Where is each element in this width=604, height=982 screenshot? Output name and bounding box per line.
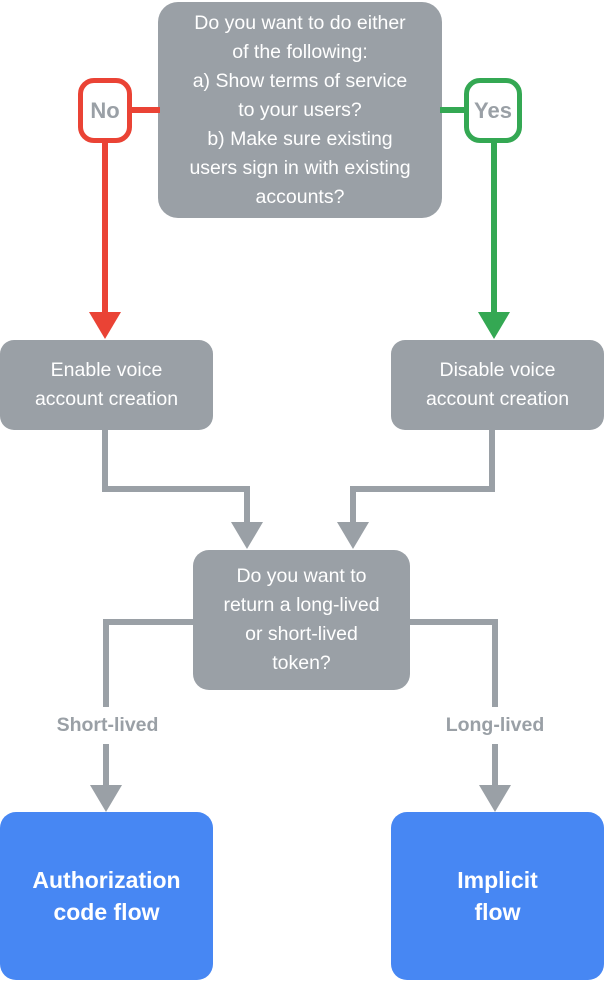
decision-node-terms-question: Do you want to do either of the followin… (158, 2, 442, 218)
yes-branch-horizontal-line (440, 107, 466, 113)
short-lived-arrowhead-icon (90, 785, 122, 812)
no-branch-badge: No (78, 78, 132, 143)
enable-to-token-line (102, 428, 108, 492)
enable-voice-account-node: Enable voice account creation (0, 340, 213, 430)
decision-node-token-question: Do you want to return a long-lived or sh… (193, 550, 410, 690)
enable-to-token-line (244, 486, 250, 524)
long-lived-branch-line (408, 619, 495, 625)
no-branch-vertical-line (102, 138, 108, 314)
short-lived-branch-line (105, 619, 195, 625)
enable-to-token-line (102, 486, 250, 492)
long-lived-branch-line (492, 619, 498, 785)
yes-branch-badge: Yes (464, 78, 522, 143)
implicit-flow-node: Implicit flow (391, 812, 604, 980)
disable-to-token-line (350, 486, 356, 524)
no-branch-horizontal-line (132, 107, 160, 113)
long-lived-edge-label: Long-lived (410, 707, 580, 744)
no-branch-arrowhead-icon (89, 312, 121, 339)
disable-to-token-arrowhead-icon (337, 522, 369, 549)
authorization-code-flow-node: Authorization code flow (0, 812, 213, 980)
long-lived-arrowhead-icon (479, 785, 511, 812)
short-lived-edge-label: Short-lived (23, 707, 192, 744)
disable-voice-account-node: Disable voice account creation (391, 340, 604, 430)
disable-to-token-line (350, 486, 495, 492)
disable-to-token-line (489, 428, 495, 492)
yes-branch-arrowhead-icon (478, 312, 510, 339)
enable-to-token-arrowhead-icon (231, 522, 263, 549)
short-lived-branch-line (103, 619, 109, 785)
yes-branch-vertical-line (491, 138, 497, 314)
